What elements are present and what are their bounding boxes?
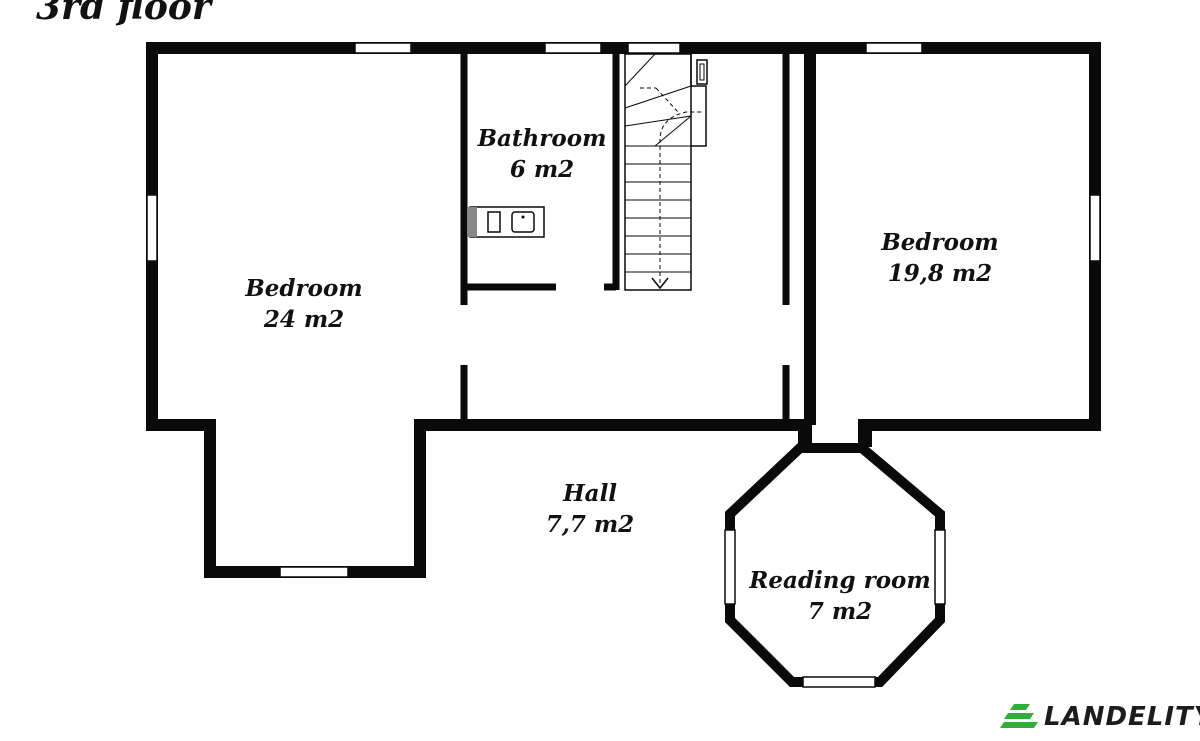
sink-drain bbox=[521, 215, 525, 219]
windows bbox=[146, 42, 1101, 688]
room-area: 7 m2 bbox=[807, 598, 873, 625]
toilet bbox=[487, 211, 501, 233]
window bbox=[934, 529, 946, 605]
reading-room-doorway bbox=[798, 419, 872, 447]
room-area: 24 m2 bbox=[263, 306, 345, 333]
vanity-edge bbox=[468, 207, 477, 237]
room-name: Bedroom bbox=[881, 229, 999, 256]
window bbox=[354, 42, 412, 54]
room-area: 19,8 m2 bbox=[887, 260, 993, 287]
window bbox=[865, 42, 923, 54]
brand-name: LANDELITY bbox=[1044, 702, 1200, 732]
window bbox=[544, 42, 602, 54]
room-name: Bedroom bbox=[245, 275, 363, 302]
window bbox=[802, 676, 876, 688]
room-label-bedroom-left: Bedroom 24 m2 bbox=[245, 273, 362, 335]
room-label-bedroom-right: Bedroom 19,8 m2 bbox=[881, 227, 998, 289]
room-name: Reading room bbox=[749, 567, 931, 594]
interior-walls bbox=[460, 52, 790, 420]
window bbox=[146, 194, 158, 262]
sink bbox=[511, 211, 535, 233]
room-name: Bathroom bbox=[477, 125, 607, 152]
room-area: 7,7 m2 bbox=[545, 511, 635, 538]
brand-logo: LANDELITY bbox=[1000, 700, 1200, 734]
landelity-logo-icon bbox=[1000, 704, 1038, 728]
room-label-bathroom: Bathroom 6 m2 bbox=[478, 123, 607, 185]
window bbox=[724, 529, 736, 605]
bathroom-fixtures bbox=[468, 206, 545, 238]
window bbox=[279, 566, 349, 578]
room-label-hall: Hall 7,7 m2 bbox=[546, 478, 634, 540]
window bbox=[627, 42, 681, 54]
room-area: 6 m2 bbox=[509, 156, 575, 183]
vanity-counter bbox=[469, 206, 545, 238]
room-name: Hall bbox=[562, 480, 618, 507]
floor-title: 3rd floor bbox=[36, 0, 211, 28]
window bbox=[1089, 194, 1101, 262]
staircase bbox=[624, 53, 708, 291]
room-label-reading-room: Reading room 7 m2 bbox=[749, 565, 930, 627]
